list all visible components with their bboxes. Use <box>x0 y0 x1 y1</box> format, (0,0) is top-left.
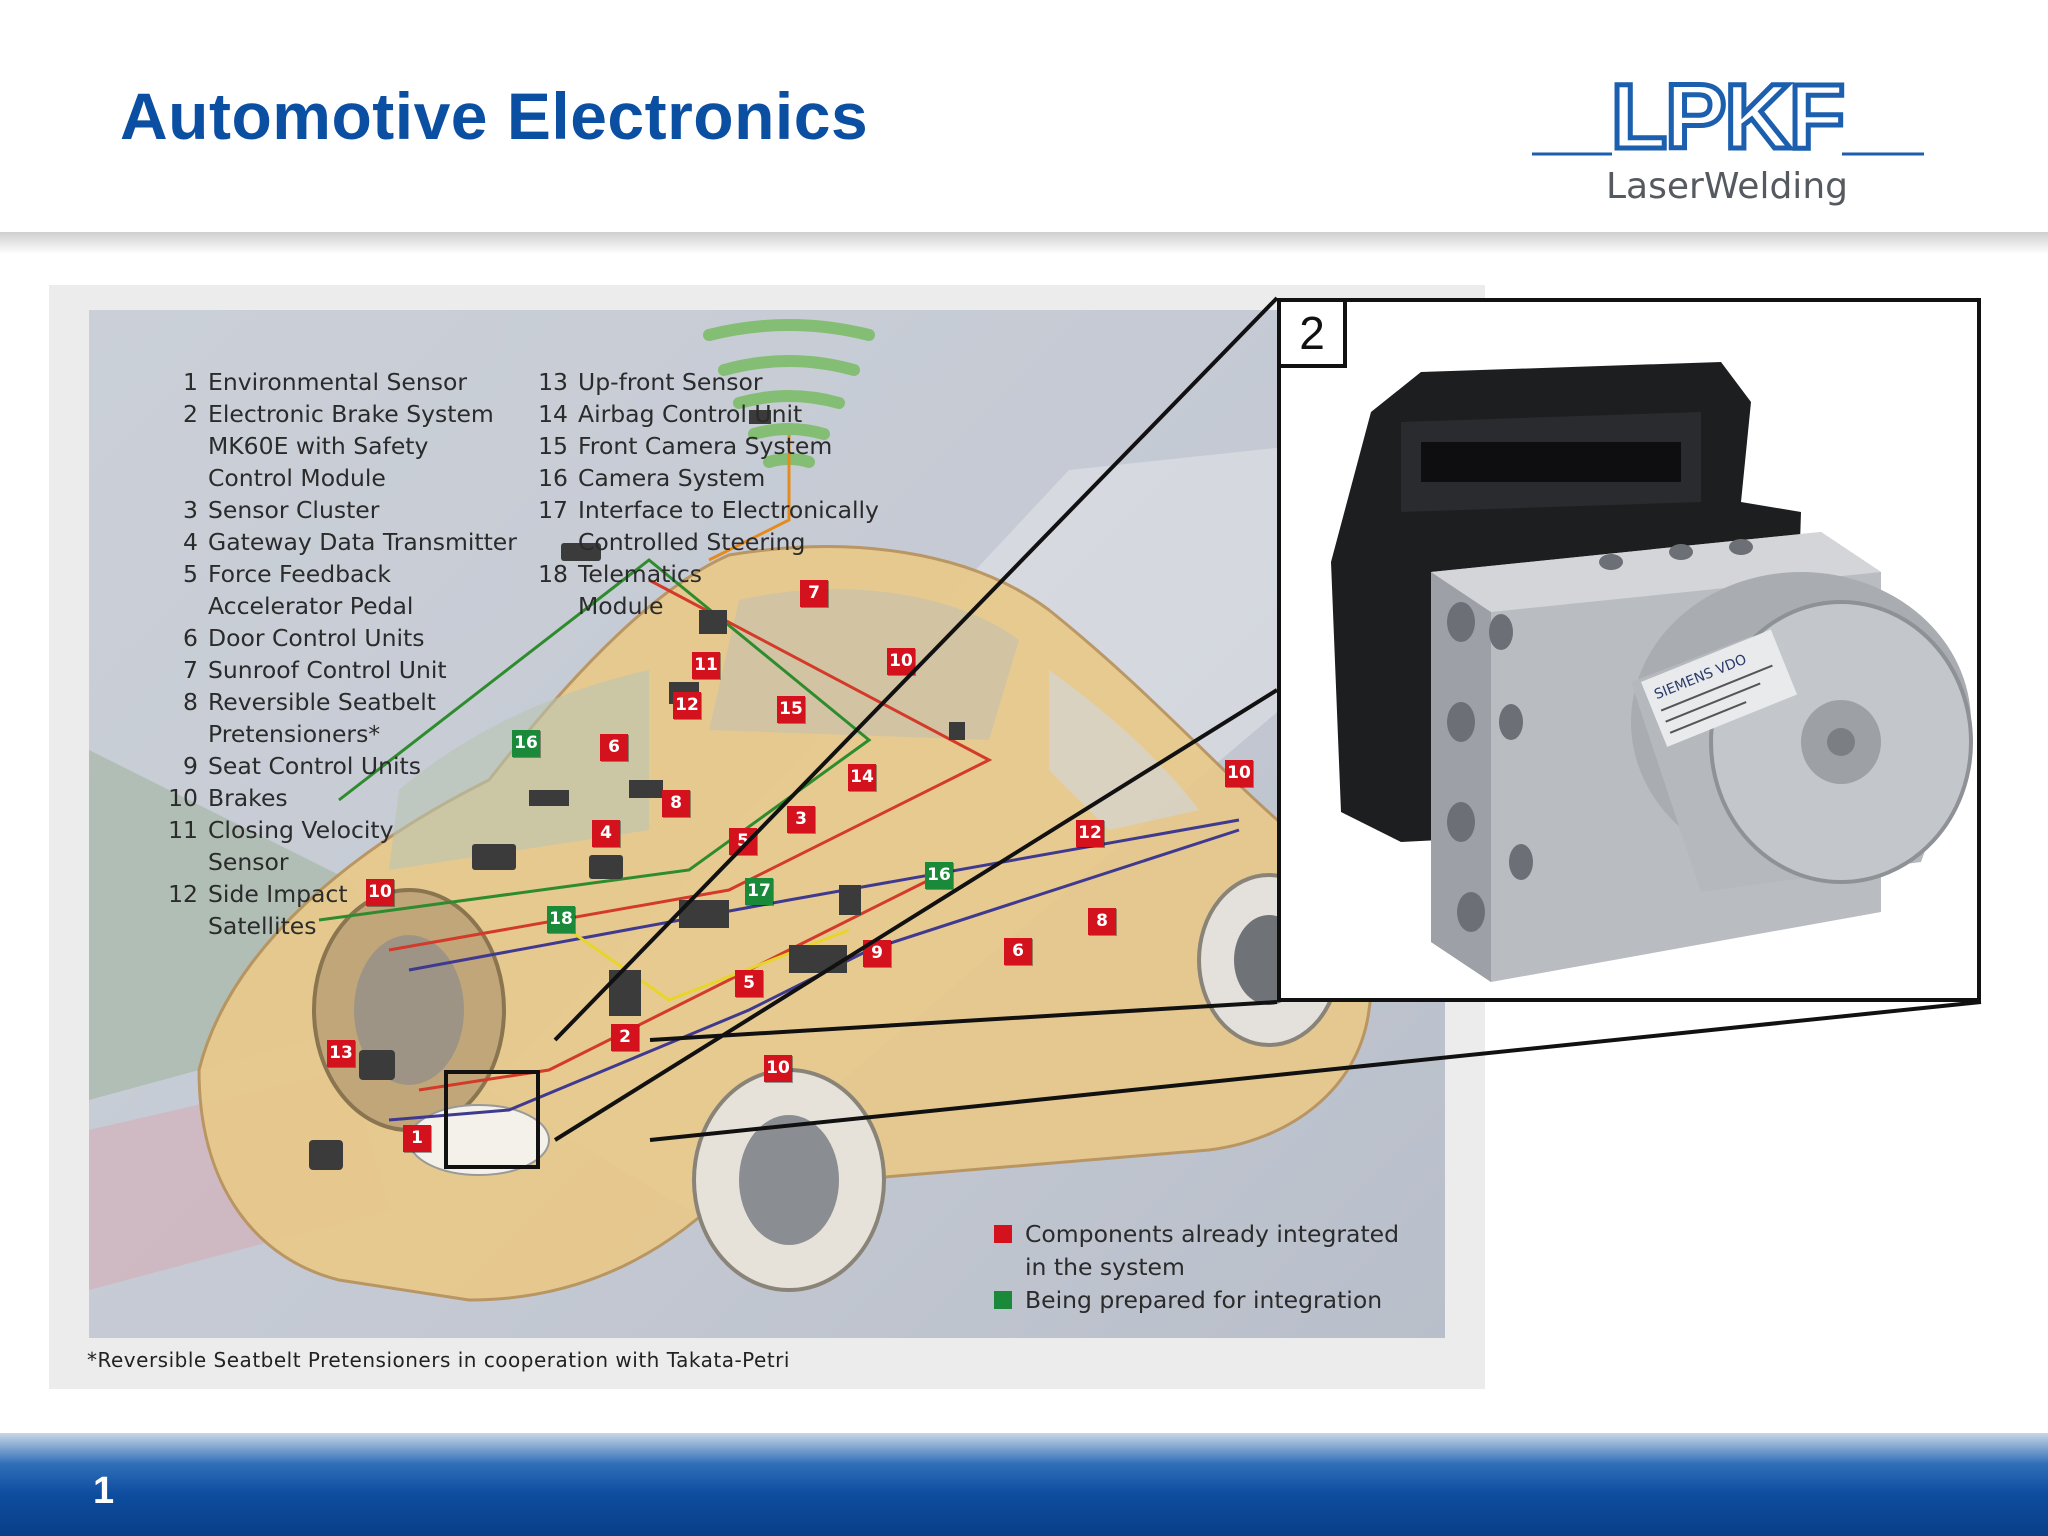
green-swatch <box>994 1291 1012 1309</box>
marker-10: 10 <box>1225 760 1253 787</box>
lpkf-logo: LPKF <box>1532 64 1924 171</box>
marker-7: 7 <box>800 580 828 607</box>
marker-1: 1 <box>403 1125 431 1152</box>
logo-wordmark: LPKF <box>1611 66 1843 168</box>
marker-6: 6 <box>600 734 628 761</box>
marker-14: 14 <box>848 764 876 791</box>
marker-18: 18 <box>547 906 575 933</box>
marker-16: 16 <box>512 730 540 757</box>
marker-17: 17 <box>745 878 773 905</box>
marker-4: 4 <box>592 820 620 847</box>
legend-item-continued: MK60E with Safety <box>208 432 429 460</box>
legend-item-continued: Pretensioners* <box>208 720 381 748</box>
marker-16: 16 <box>925 862 953 889</box>
red-swatch <box>994 1225 1012 1243</box>
legend-item-continued: Control Module <box>208 464 386 492</box>
ebs-unit-image: SIEMENS VDO <box>1331 362 1973 982</box>
marker-12: 12 <box>673 692 701 719</box>
marker-2: 2 <box>611 1024 639 1051</box>
marker-12: 12 <box>1076 820 1104 847</box>
slide-header: Automotive Electronics LPKF LaserWelding <box>0 0 2048 236</box>
legend-item-continued: Sensor <box>208 848 289 876</box>
page-number: 1 <box>93 1470 115 1512</box>
marker-8: 8 <box>662 790 690 817</box>
inset-label: 2 <box>1281 302 1347 368</box>
marker-10: 10 <box>366 879 394 906</box>
marker-10: 10 <box>764 1055 792 1082</box>
legend-item-continued: Satellites <box>208 912 317 940</box>
page-title: Automotive Electronics <box>120 79 869 153</box>
footnote: *Reversible Seatbelt Pretensioners in co… <box>87 1348 790 1372</box>
footer-band <box>0 1433 2048 1536</box>
marker-5: 5 <box>729 828 757 855</box>
marker-10: 10 <box>887 648 915 675</box>
marker-8: 8 <box>1088 908 1116 935</box>
ebs-zoom-inset: 2 SIEMENS VD <box>1277 298 1981 1002</box>
marker-15: 15 <box>777 696 805 723</box>
key-prepared: Being prepared for integration <box>994 1284 1399 1317</box>
marker-11: 11 <box>692 652 720 679</box>
marker-3: 3 <box>787 806 815 833</box>
marker-6: 6 <box>1004 938 1032 965</box>
legend-item-continued: Controlled Steering <box>578 528 806 556</box>
header-shadow <box>0 232 2048 254</box>
logo-subtitle: LaserWelding <box>1606 166 1848 207</box>
legend-item-continued: Accelerator Pedal <box>208 592 414 620</box>
marker-9: 9 <box>863 940 891 967</box>
marker-5: 5 <box>735 970 763 997</box>
marker-13: 13 <box>327 1040 355 1067</box>
